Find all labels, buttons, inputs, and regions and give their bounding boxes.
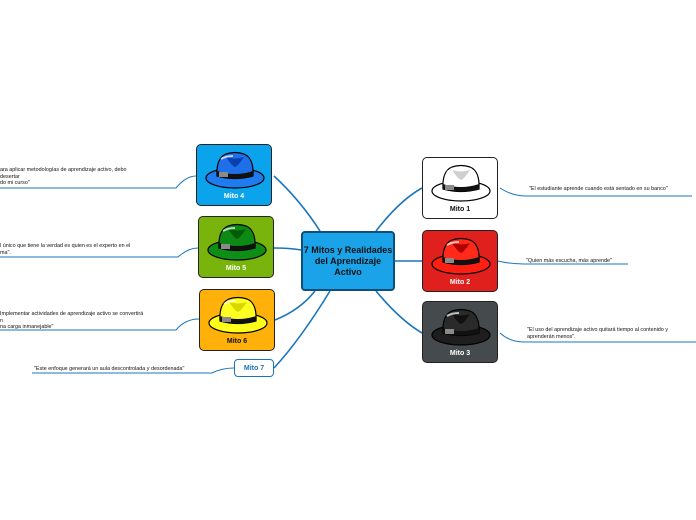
myth-node-7[interactable]: Mito 7	[234, 359, 274, 377]
link-mito5-text	[0, 247, 199, 258]
white-hat-icon	[431, 164, 491, 202]
myth-text-1: "El estudiante aprende cuando está senta…	[529, 186, 668, 192]
link-central-mito5	[273, 247, 302, 251]
central-title: 7 Mitos y Realidades del Aprendizaje Act…	[303, 244, 393, 277]
myth-label-2: Mito 2	[449, 279, 471, 286]
link-central-mito3	[375, 290, 423, 334]
green-hat-icon	[207, 223, 267, 261]
myth-card-3[interactable]: Mito 3	[422, 301, 498, 363]
red-hat-icon	[431, 237, 491, 275]
link-mito3-text	[499, 332, 696, 343]
black-hat-icon	[431, 308, 491, 346]
blue-hat-icon	[205, 151, 265, 189]
myth-text-7: "Este enfoque generará un aula descontro…	[34, 366, 185, 372]
myth-card-5[interactable]: Mito 5	[198, 216, 274, 278]
link-mito4-text	[0, 175, 197, 189]
myth-card-1[interactable]: Mito 1	[422, 157, 498, 219]
myth-card-2[interactable]: Mito 2	[422, 230, 498, 292]
link-mito2-text	[497, 260, 628, 265]
link-central-mito4	[273, 175, 321, 232]
link-mito1-text	[499, 187, 692, 197]
myth-label-1: Mito 1	[449, 206, 471, 213]
myth-card-6[interactable]: Mito 6	[199, 289, 275, 351]
myth-text-4: ara aplicar metodologías de aprendizaje …	[0, 167, 127, 187]
link-central-mito7	[273, 290, 331, 369]
myth-label-7: Mito 7	[243, 364, 265, 372]
central-topic[interactable]: 7 Mitos y Realidades del Aprendizaje Act…	[301, 231, 395, 291]
link-mito6-text	[0, 318, 200, 331]
myth-label-4: Mito 4	[223, 193, 245, 200]
myth-text-2: "Quien más escucha, más aprende"	[526, 258, 612, 264]
yellow-hat-icon	[208, 296, 268, 334]
link-central-mito6	[274, 290, 316, 321]
myth-text-5: l único que tiene la verdad es quien es …	[0, 243, 131, 256]
myth-text-3: "El uso del aprendizaje activo quitará t…	[527, 327, 668, 340]
myth-card-4[interactable]: Mito 4	[196, 144, 272, 206]
myth-label-5: Mito 5	[225, 265, 247, 272]
link-mito7-text	[32, 367, 235, 374]
myth-text-6: Implementar actividades de aprendizaje a…	[0, 311, 144, 331]
myth-label-6: Mito 6	[226, 338, 248, 345]
link-central-mito1	[375, 187, 423, 232]
myth-label-3: Mito 3	[449, 350, 471, 357]
